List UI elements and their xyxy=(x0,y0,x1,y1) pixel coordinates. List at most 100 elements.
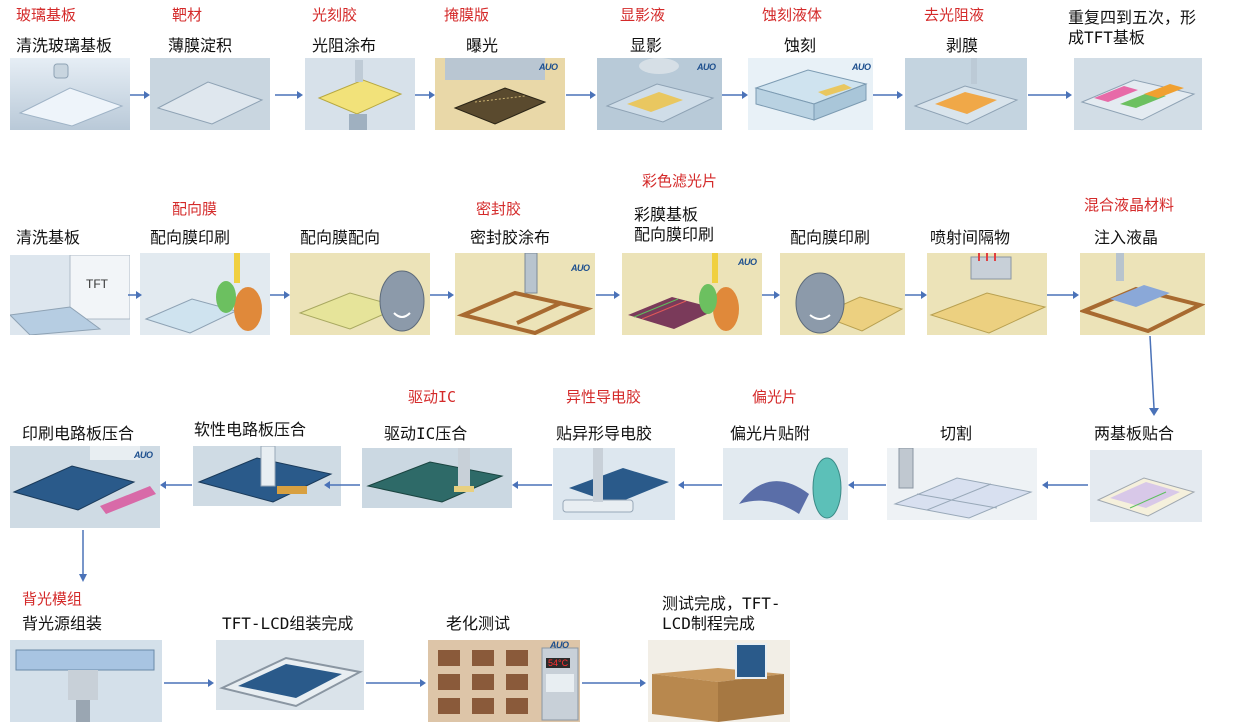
flow-arrow xyxy=(415,91,435,99)
material-label: 偏光片 xyxy=(752,388,798,406)
step-label: 驱动IC压合 xyxy=(384,424,468,443)
step-label: 曝光 xyxy=(466,36,499,55)
flow-arrow-down xyxy=(79,530,87,582)
flow-arrow xyxy=(905,291,927,299)
flow-arrow xyxy=(596,291,620,299)
flow-arrow xyxy=(848,481,886,489)
flow-arrow xyxy=(512,481,552,489)
step-label: 贴异形导电胶 xyxy=(556,424,653,443)
stage-image-sealant: AUO xyxy=(455,253,595,335)
step-label: 偏光片贴附 xyxy=(730,424,811,443)
step-label: 配向膜配向 xyxy=(300,228,381,247)
tft-label: TFT xyxy=(86,277,108,291)
step-label: 注入液晶 xyxy=(1094,228,1159,247)
step-label: 背光源组装 xyxy=(22,614,103,633)
flow-arrow xyxy=(722,91,748,99)
stage-image-polarizer xyxy=(723,448,848,520)
material-label: 配向膜 xyxy=(172,200,218,218)
flow-arrow xyxy=(1042,481,1088,489)
stage-image-burn-in-test: AUO 54°C xyxy=(428,640,580,722)
stage-image-acf xyxy=(553,448,675,520)
step-label: 软性电路板压合 xyxy=(194,420,307,439)
material-label: 混合液晶材料 xyxy=(1084,196,1175,214)
stage-image-photoresist xyxy=(305,58,415,130)
stage-image-strip xyxy=(905,58,1027,130)
material-label: 光刻胶 xyxy=(312,6,358,24)
step-label: 蚀刻 xyxy=(784,36,817,55)
auo-logo: AUO xyxy=(852,62,871,72)
material-label: 靶材 xyxy=(172,6,203,24)
stage-image-substrate-bonding xyxy=(1090,450,1202,522)
material-label: 驱动IC xyxy=(408,388,457,406)
material-label: 玻璃基板 xyxy=(16,6,77,24)
stage-image-alignment-rub xyxy=(290,253,430,335)
step-label: 彩膜基板 配向膜印刷 xyxy=(634,205,715,244)
stage-image-clean-glass xyxy=(10,58,130,130)
flow-arrow xyxy=(270,291,290,299)
stage-image-clean-substrate: TFT xyxy=(10,255,130,335)
material-label: 掩膜版 xyxy=(444,6,490,24)
step-label: 测试完成，TFT- LCD制程完成 xyxy=(662,594,781,633)
material-label: 去光阻液 xyxy=(924,6,985,24)
auo-logo: AUO xyxy=(571,263,590,273)
flow-arrow xyxy=(130,91,150,99)
flow-arrow xyxy=(164,679,214,687)
step-label: 清洗基板 xyxy=(16,228,81,247)
step-label: 喷射间隔物 xyxy=(930,228,1011,247)
stage-image-etch: AUO xyxy=(748,58,873,130)
flow-arrow xyxy=(324,481,360,489)
material-label: 密封胶 xyxy=(476,200,522,218)
flow-arrow xyxy=(762,291,780,299)
flow-arrow xyxy=(128,291,142,299)
material-label: 蚀刻液体 xyxy=(762,6,823,24)
stage-image-tft-substrate xyxy=(1074,58,1202,130)
flow-arrow xyxy=(366,679,426,687)
step-label: 密封胶涂布 xyxy=(470,228,551,247)
step-label: 光阻涂布 xyxy=(312,36,377,55)
stage-image-fpc-bonding xyxy=(193,446,341,506)
stage-image-lc-injection xyxy=(1080,253,1205,335)
step-label: 剥膜 xyxy=(946,36,979,55)
flow-arrow-down xyxy=(1149,336,1159,416)
material-label: 异性导电胶 xyxy=(566,388,642,406)
step-label: 显影 xyxy=(630,36,663,55)
stage-image-develop: AUO xyxy=(597,58,722,130)
stage-image-backlight xyxy=(10,640,162,722)
flow-arrow xyxy=(873,91,903,99)
stage-image-cutting xyxy=(887,448,1037,520)
stage-image-driver-ic xyxy=(362,448,512,508)
stage-image-cf-alignment-print: AUO xyxy=(622,253,762,335)
material-label: 彩色滤光片 xyxy=(642,172,718,190)
step-label: 两基板贴合 xyxy=(1094,424,1175,443)
material-label: 背光模组 xyxy=(22,590,83,608)
material-label: 显影液 xyxy=(620,6,666,24)
step-label: TFT-LCD组装完成 xyxy=(222,614,354,633)
flow-arrow xyxy=(566,91,596,99)
step-label: 薄膜淀积 xyxy=(168,36,233,55)
flow-arrow xyxy=(582,679,646,687)
flow-arrow xyxy=(430,291,454,299)
step-label: 老化测试 xyxy=(446,614,511,633)
step-label: 印刷电路板压合 xyxy=(22,424,135,443)
flow-arrow xyxy=(1047,291,1079,299)
auo-logo: AUO xyxy=(539,62,558,72)
stage-image-thin-film xyxy=(150,58,270,130)
flow-arrow xyxy=(1028,91,1072,99)
oven-temperature-display: 54°C xyxy=(546,658,571,668)
auo-logo: AUO xyxy=(697,62,716,72)
auo-logo: AUO xyxy=(550,640,569,650)
flow-arrow xyxy=(275,91,303,99)
auo-logo: AUO xyxy=(134,450,153,460)
stage-image-exposure: AUO xyxy=(435,58,565,130)
step-label: 清洗玻璃基板 xyxy=(16,36,113,55)
flow-arrow xyxy=(160,481,192,489)
step-label: 配向膜印刷 xyxy=(150,228,231,247)
flow-arrow xyxy=(678,481,722,489)
auo-logo: AUO xyxy=(738,257,757,267)
stage-image-pcb-bonding: AUO xyxy=(10,446,160,528)
stage-image-spacer-spray xyxy=(927,253,1047,335)
step-label: 重复四到五次，形 成TFT基板 xyxy=(1068,8,1197,47)
step-label: 切割 xyxy=(940,424,973,443)
step-label: 配向膜印刷 xyxy=(790,228,871,247)
